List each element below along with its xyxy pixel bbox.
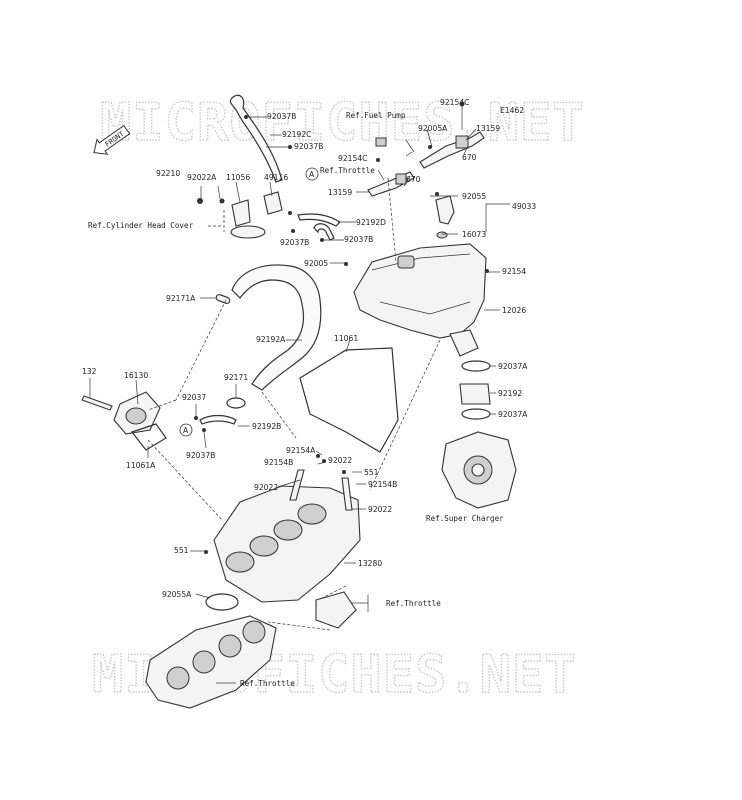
bolt-132[interactable] (81, 395, 113, 411)
gasket-11061[interactable] (299, 347, 399, 453)
label-670-a: 670 (462, 153, 477, 162)
label-92154c-top: 92154C (440, 98, 469, 107)
label-92192b: 92192B (252, 422, 281, 431)
fasteners (194, 101, 489, 554)
label-16073: 16073 (462, 230, 486, 239)
part-labels: 92154C 92037B 92192C 92037B 92005A 13159… (82, 98, 536, 599)
label-92171a: 92171A (166, 294, 196, 303)
watermark-top: MICROFICHES.NET (100, 93, 585, 153)
clamp-92171[interactable] (226, 397, 246, 409)
clip-670-a[interactable] (455, 135, 469, 149)
housing-ridge (371, 253, 471, 315)
reference-labels: Ref.Fuel Pump Ref.Throttle Ref.Cylinder … (88, 111, 504, 688)
plenum-13280[interactable] (213, 485, 361, 603)
label-92037a-a: 92037A (498, 362, 528, 371)
label-92022-b: 92022 (254, 483, 278, 492)
label-11056: 11056 (226, 173, 250, 182)
label-92192a: 92192A (256, 335, 286, 344)
ref-throttle-top: Ref.Throttle (320, 166, 375, 175)
throttle-bores (166, 620, 266, 690)
svg-text:A: A (183, 426, 189, 435)
ref-super-charger: Ref.Super Charger (426, 514, 504, 523)
label-49033: 49033 (512, 202, 536, 211)
housing-cap (397, 255, 415, 269)
label-551-b: 551 (174, 546, 189, 555)
ref-throttle-mid: Ref.Throttle (386, 599, 441, 608)
label-92192: 92192 (498, 389, 522, 398)
o-ring-16073[interactable] (436, 231, 448, 239)
label-670-b: 670 (406, 175, 421, 184)
label-13159-b: 13159 (328, 188, 352, 197)
label-92037b-e: 92037B (186, 451, 215, 460)
svg-text:A: A (309, 170, 315, 179)
label-92055a: 92055A (162, 590, 192, 599)
plenum-ports (225, 503, 327, 573)
label-92192c: 92192C (282, 130, 311, 139)
hose-92192d-loop[interactable] (313, 223, 335, 241)
label-92005a: 92005A (418, 124, 448, 133)
valve-49116[interactable] (263, 191, 283, 215)
label-92171: 92171 (224, 373, 248, 382)
label-92210: 92210 (156, 169, 180, 178)
label-92022-c: 92022 (368, 505, 392, 514)
label-92037b-c: 92037B (344, 235, 373, 244)
label-13280: 13280 (358, 559, 382, 568)
duct-92192[interactable] (459, 383, 491, 405)
bolt-92154b-b[interactable] (341, 477, 353, 511)
label-11061: 11061 (334, 334, 358, 343)
leader-lines (89, 104, 510, 684)
label-92037b-d: 92037B (280, 238, 309, 247)
fuel-pump-connector[interactable] (375, 137, 387, 147)
hose-92192b[interactable] (199, 414, 237, 425)
ref-fuel-pump: Ref.Fuel Pump (346, 111, 406, 120)
label-92154c-b: 92154C (338, 154, 367, 163)
label-11061a: 11061A (126, 461, 156, 470)
dashed-relationship-lines (147, 177, 441, 631)
label-13159-a: 13159 (476, 124, 500, 133)
label-92022-a: 92022 (328, 456, 352, 465)
label-92055: 92055 (462, 192, 486, 201)
label-49116: 49116 (264, 173, 288, 182)
clamp-92037a-a[interactable] (461, 360, 491, 372)
callout-a-bottom: A (179, 423, 193, 437)
label-132: 132 (82, 367, 97, 376)
label-92022a: 92022A (187, 173, 217, 182)
clip-670-b[interactable] (395, 173, 407, 185)
label-551-a: 551 (364, 468, 379, 477)
hose-92192d[interactable] (297, 213, 341, 227)
label-92005: 92005 (304, 259, 328, 268)
intake-16130-port (125, 407, 147, 425)
breather-hose-92192c[interactable] (229, 94, 283, 183)
bracket-11056[interactable] (231, 199, 251, 227)
ring-92055a[interactable] (205, 593, 239, 611)
bolt-92154b-a[interactable] (289, 469, 305, 501)
callout-a-top: A (305, 167, 319, 181)
label-92154b-a: 92154B (264, 458, 293, 467)
hose-92171a[interactable] (215, 294, 231, 304)
super-charger-hub (471, 463, 485, 477)
air-cleaner-housing-12026[interactable] (353, 243, 487, 339)
label-92192d: 92192D (356, 218, 386, 227)
label-92154a: 92154A (286, 446, 316, 455)
label-92154b-b: 92154B (368, 480, 397, 489)
throttle-adapter[interactable] (315, 591, 357, 629)
clamp-92037a-b[interactable] (461, 408, 491, 420)
intake-duct-92192a[interactable] (231, 264, 322, 391)
label-16130: 16130 (124, 371, 148, 380)
housing-outlet-duct (449, 329, 479, 357)
label-92037b-b: 92037B (294, 142, 323, 151)
label-92037: 92037 (182, 393, 206, 402)
label-12026: 12026 (502, 306, 526, 315)
label-92154: 92154 (502, 267, 526, 276)
label-92037b-a: 92037B (267, 112, 296, 121)
ref-throttle-bottom: Ref.Throttle (240, 679, 295, 688)
diagram-code: E1462 (500, 106, 524, 115)
label-92037a-b: 92037A (498, 410, 528, 419)
plate-11056[interactable] (230, 225, 266, 239)
ref-cylinder-head-cover: Ref.Cylinder Head Cover (88, 221, 194, 230)
gasket-11061a[interactable] (131, 423, 167, 451)
sensor-49033[interactable] (435, 195, 455, 225)
